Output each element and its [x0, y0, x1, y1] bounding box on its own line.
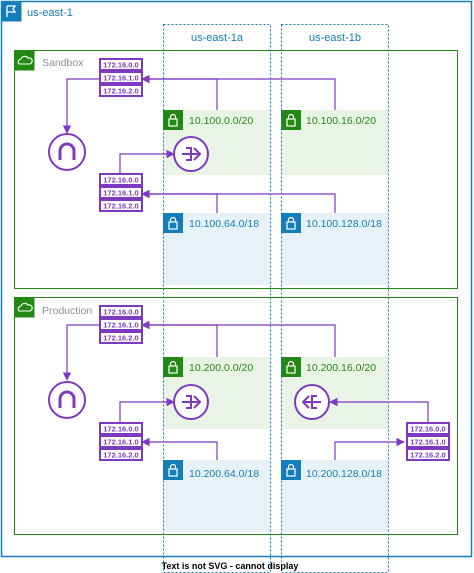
route-table-row [99, 318, 143, 331]
subnet-cidr: 10.200.64.0/18 [189, 468, 259, 480]
route-table-row [99, 448, 143, 461]
route-table-icon: 172.16.0.0 172.16.1.0 172.16.2.0 [406, 422, 450, 461]
lock-icon [281, 213, 301, 233]
route-table-entry: 172.16.0.0 [103, 61, 138, 70]
region-box [0, 0, 473, 558]
vpc-cloud-icon [14, 50, 35, 71]
route-arrows [62, 74, 429, 460]
route-table-entry: 172.16.2.0 [103, 334, 138, 343]
az-label: us-east-1a [191, 32, 244, 44]
route-table-entry: 172.16.0.0 [103, 425, 138, 434]
lock-icon [163, 357, 183, 377]
route-table-entry: 172.16.1.0 [103, 321, 138, 330]
lock-icon [281, 357, 301, 377]
route-table-entry: 172.16.0.0 [410, 425, 445, 434]
route-table-entry: 172.16.2.0 [103, 202, 138, 211]
subnet-cidr: 10.100.0.0/20 [189, 115, 253, 127]
lock-icon [163, 460, 183, 480]
nat-gateway-icon [173, 384, 209, 420]
route-table-row [406, 422, 450, 435]
route-table-row [99, 422, 143, 435]
route-table-row [406, 448, 450, 461]
subnet-cidr: 10.100.64.0/18 [189, 218, 259, 230]
lock-icon [163, 110, 183, 130]
vpc-label-production: Production [42, 305, 92, 317]
subnet-cidr: 10.200.16.0/20 [306, 362, 376, 374]
route-table-entry: 172.16.0.0 [103, 176, 138, 185]
vpc-label-sandbox: Sandbox [42, 57, 84, 69]
vpc-box-production [14, 297, 458, 535]
route-table-row [99, 331, 143, 344]
route-table-row [99, 199, 143, 212]
subnet-cidr: 10.200.128.0/18 [306, 468, 382, 480]
region-flag-icon [1, 1, 22, 22]
nat-gateway-icon [173, 136, 209, 172]
route-table-row [99, 71, 143, 84]
vpc-box-sandbox [14, 50, 458, 289]
route-table-row [99, 173, 143, 186]
route-table-icon: 172.16.0.0 172.16.1.0 172.16.2.0 [99, 422, 143, 461]
lock-icon [281, 110, 301, 130]
vpc-cloud-icon [14, 297, 35, 318]
az-label: us-east-1b [309, 32, 361, 44]
route-table-row [99, 58, 143, 71]
route-table-icon: 172.16.0.0 172.16.1.0 172.16.2.0 [99, 305, 143, 344]
route-table-entry: 172.16.1.0 [410, 438, 445, 447]
route-table-entry: 172.16.2.0 [103, 87, 138, 96]
route-table-icon: 172.16.0.0 172.16.1.0 172.16.2.0 [99, 58, 143, 97]
region-label: us-east-1 [27, 7, 73, 19]
route-table-entry: 172.16.1.0 [103, 438, 138, 447]
lock-icon [163, 213, 183, 233]
subnet-cidr: 10.100.16.0/20 [306, 115, 376, 127]
route-table-entry: 172.16.0.0 [103, 308, 138, 317]
route-table-row [406, 435, 450, 448]
route-table-row [99, 305, 143, 318]
route-table-icon: 172.16.0.0 172.16.1.0 172.16.2.0 [99, 173, 143, 212]
route-table-entry: 172.16.2.0 [410, 451, 445, 460]
nat-gateway-icon [294, 384, 330, 420]
route-table-row [99, 186, 143, 199]
route-table-row [99, 435, 143, 448]
route-table-entry: 172.16.1.0 [103, 74, 138, 83]
subnet-cidr: 10.200.0.0/20 [189, 362, 253, 374]
route-table-entry: 172.16.1.0 [103, 189, 138, 198]
route-table-row [99, 84, 143, 97]
route-table-entry: 172.16.2.0 [103, 451, 138, 460]
subnet-cidr: 10.100.128.0/18 [306, 218, 382, 230]
internet-gateway-icon [48, 133, 86, 171]
footer-text: Text is not SVG - cannot display [162, 561, 299, 571]
internet-gateway-icon [48, 381, 86, 419]
lock-icon [281, 460, 301, 480]
route-tables: 172.16.0.0172.16.1.0172.16.2.0172.16.0.0… [99, 58, 450, 461]
